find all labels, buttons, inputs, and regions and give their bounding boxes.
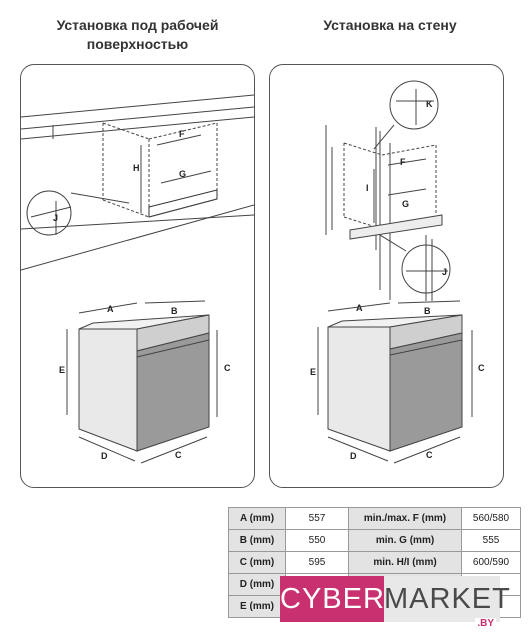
heading-wall-mount: Установка на стену xyxy=(323,17,457,33)
label-A: A xyxy=(356,303,363,313)
label-D: D xyxy=(101,451,108,461)
label-C-height: C xyxy=(224,363,231,373)
row-label: C (mm) xyxy=(228,551,286,574)
row-label: B (mm) xyxy=(228,529,286,552)
label-E: E xyxy=(59,365,65,375)
under-counter-diagram: H F G J A B E C D C xyxy=(21,94,254,464)
table-row: A (mm) 557 min./max. F (mm) 560/580 xyxy=(228,507,521,530)
label-K: K xyxy=(426,99,433,109)
label-G: G xyxy=(179,169,186,179)
row-value: 550 xyxy=(285,529,349,552)
label-B: B xyxy=(171,306,178,316)
label-E: E xyxy=(310,367,316,377)
label-B: B xyxy=(424,306,431,316)
label-J: J xyxy=(442,267,447,277)
row-label: E (mm) xyxy=(228,595,286,618)
table-row: C (mm) 595 min. H/I (mm) 600/590 xyxy=(228,551,521,574)
label-C-height: C xyxy=(478,363,485,373)
row-label-2: min./max. F (mm) xyxy=(348,507,462,530)
heading-under-counter-line1: Установка под рабочей xyxy=(56,17,219,33)
logo-market-text: MARKET xyxy=(384,576,510,622)
label-F: F xyxy=(400,157,406,167)
row-value: 557 xyxy=(285,507,349,530)
label-F: F xyxy=(179,129,185,139)
label-G: G xyxy=(402,199,409,209)
under-counter-diagram-panel: H F G J A B E C D C xyxy=(20,64,255,488)
row-label: D (mm) xyxy=(228,573,286,596)
label-C-width: C xyxy=(175,450,182,460)
label-J: J xyxy=(53,213,58,223)
row-label-2: min. H/I (mm) xyxy=(348,551,462,574)
logo-domain-text: .BY xyxy=(475,618,496,629)
logo-cyber-text: CYBER xyxy=(280,576,384,622)
label-A: A xyxy=(107,304,114,314)
row-value-2: 600/590 xyxy=(461,551,521,574)
heading-under-counter-line2: поверхностью xyxy=(86,36,189,52)
table-row: B (mm) 550 min. G (mm) 555 xyxy=(228,529,521,552)
row-value-2: 560/580 xyxy=(461,507,521,530)
label-I: I xyxy=(366,183,369,193)
label-D: D xyxy=(350,451,357,461)
heading-under-counter: Установка под рабочей поверхностью xyxy=(20,16,255,54)
row-label: A (mm) xyxy=(228,507,286,530)
wall-mount-diagram: I F G K J A B E C D C xyxy=(310,80,485,464)
row-label-2: min. G (mm) xyxy=(348,529,462,552)
wall-mount-diagram-panel: I F G K J A B E C D C xyxy=(269,64,504,488)
row-value-2: 555 xyxy=(461,529,521,552)
label-H: H xyxy=(133,163,140,173)
label-C-width: C xyxy=(426,450,433,460)
row-value: 595 xyxy=(285,551,349,574)
cybermarket-logo: CYBER MARKET .BY xyxy=(280,576,510,630)
